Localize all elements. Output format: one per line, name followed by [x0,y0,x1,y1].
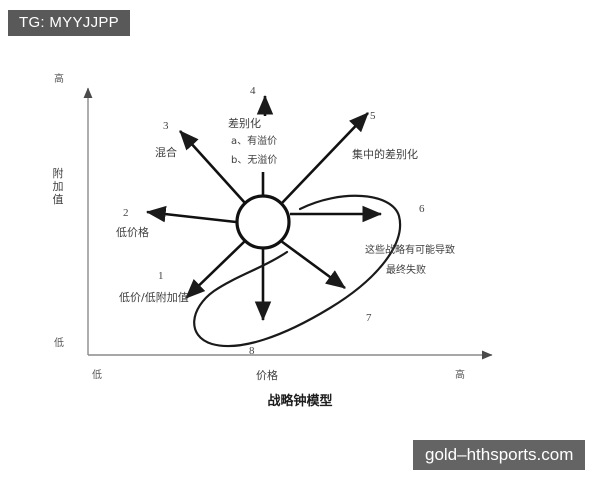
option-8-number: 8 [249,345,255,357]
option-4-sub-a: a、有溢价 [231,136,278,147]
option-4-number: 4 [250,85,256,97]
option-5-number: 5 [370,110,376,122]
site-watermark: gold–hthsports.com [413,440,586,470]
y-axis-name-char-1: 附 [52,167,64,180]
option-1-label: 低价/低附加值 [119,291,189,304]
x-axis-high-label: 高 [455,370,465,381]
hub-circle [235,194,291,250]
y-axis-low-label: 低 [54,338,64,349]
option-6-number: 6 [419,203,425,215]
failure-note-line-2: 最终失败 [386,265,426,276]
failure-note-line-1: 这些战略有可能导致 [365,245,455,256]
strategy-arrows [145,94,383,322]
option-4-sub-b: b、无溢价 [231,155,278,166]
option-3-label: 混合 [155,146,177,159]
y-axis-name-label: 附 加 值 [50,167,66,207]
x-axis-low-label: 低 [92,370,102,381]
arrow-option-1 [185,240,246,299]
option-2-number: 2 [123,207,129,219]
chart-title: 战略钟模型 [267,394,333,409]
option-5-label: 集中的差别化 [352,148,418,161]
arrow-option-2 [145,205,237,224]
option-4-label: 差别化 [228,117,261,130]
y-axis-name-char-2: 加 [52,179,64,193]
arrow-option-7 [280,239,346,290]
telegram-tag-badge: TG: MYYJJPP [8,10,130,36]
failure-region-loop [193,194,402,348]
option-1-number: 1 [158,270,164,282]
option-7-number: 7 [366,312,372,324]
y-axis-name-char-3: 值 [52,192,64,206]
y-axis-high-label: 高 [54,74,64,85]
arrow-option-5 [281,112,369,204]
arrow-option-3 [179,130,246,204]
x-axis-name-label: 价格 [256,369,278,382]
axes [83,87,493,360]
option-2-label: 低价格 [116,226,149,239]
option-3-number: 3 [163,120,169,132]
